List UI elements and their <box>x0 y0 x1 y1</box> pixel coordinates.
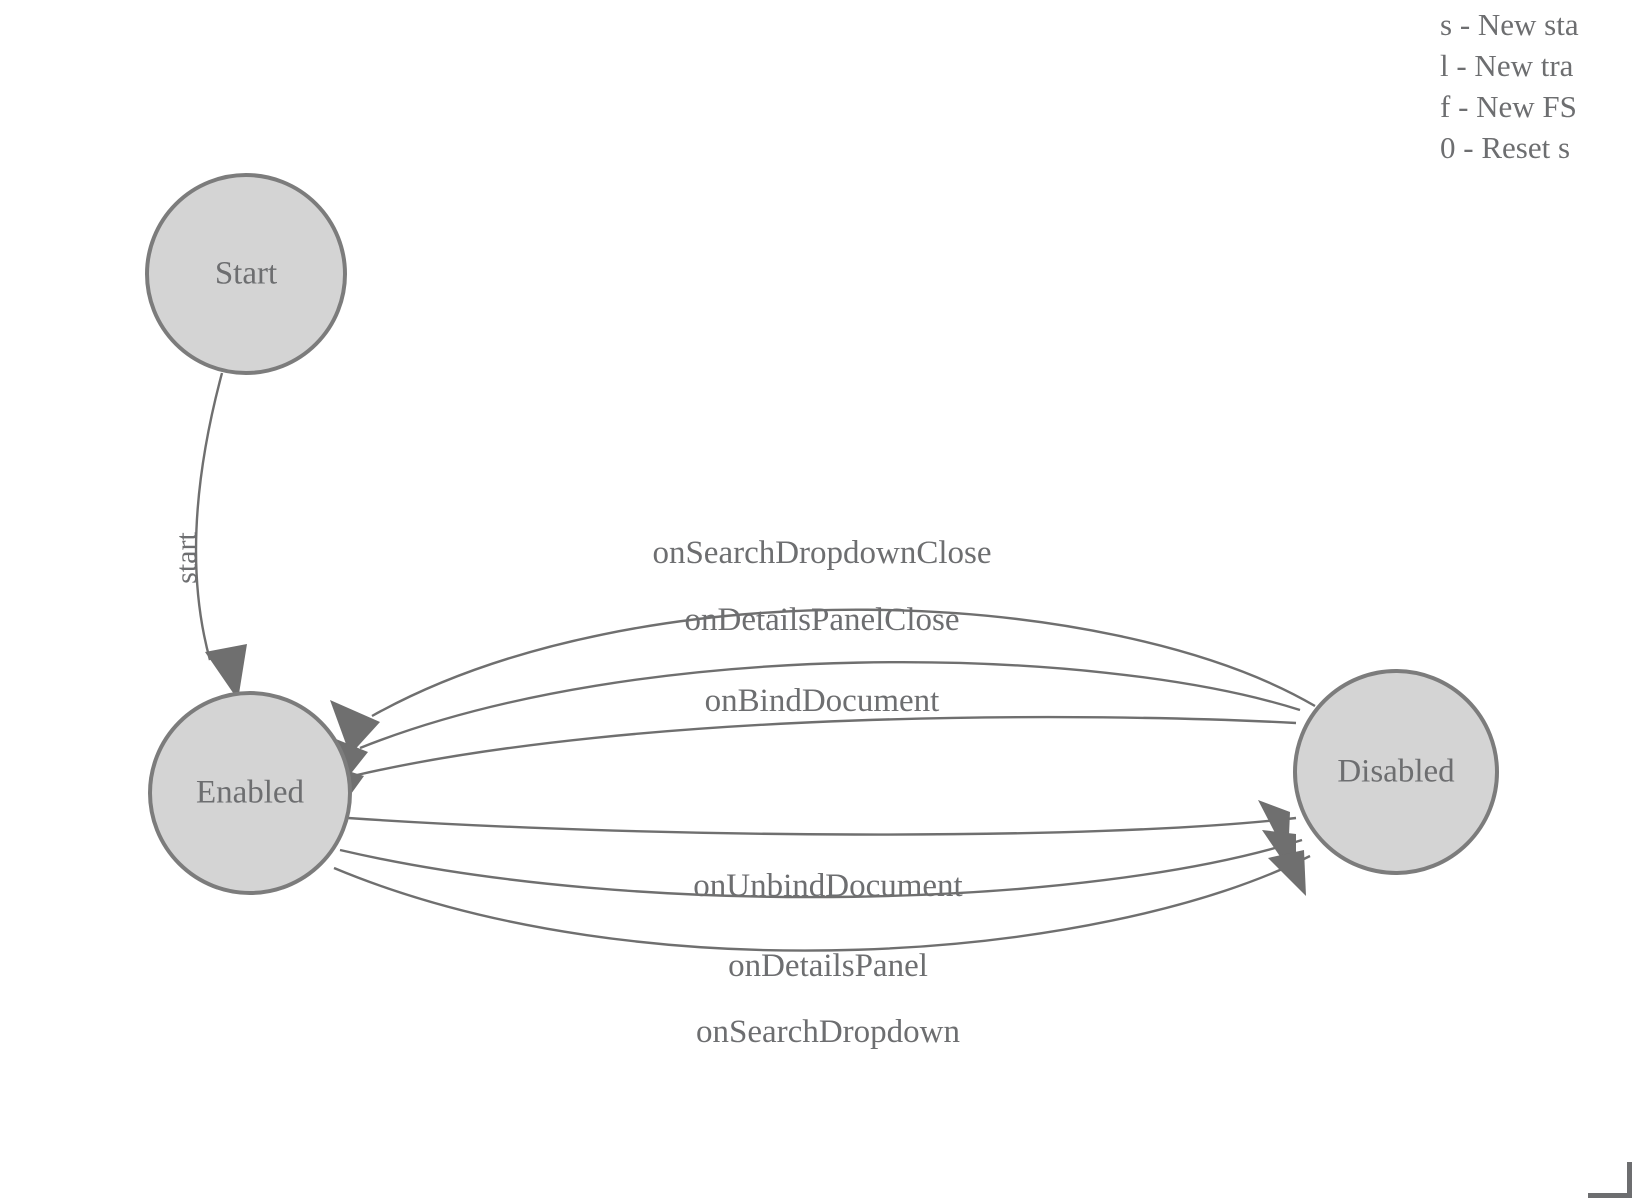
state-node-start-label: Start <box>215 256 277 292</box>
corner-vertical-bar <box>1627 1162 1632 1198</box>
edge-path-onbinddocument <box>356 715 1297 777</box>
corner-horizontal-bar <box>1588 1193 1632 1198</box>
state-node-start-circle <box>145 173 347 375</box>
edge-start-to-enabled[interactable]: start <box>170 372 247 700</box>
edge-label-start: start <box>170 532 203 584</box>
edge-disabled-to-enabled-searchdropdownclose[interactable]: onSearchDropdownClose <box>330 535 1316 755</box>
state-node-disabled[interactable]: Disabled <box>1293 669 1499 875</box>
edge-path-onsearchdropdown <box>333 854 1311 952</box>
edge-enabled-to-disabled-unbinddocument[interactable]: onUnbindDocument <box>347 800 1297 904</box>
help-line-new-fsm: f - New FS <box>1440 89 1577 124</box>
window-corner-artifact <box>1580 1162 1632 1204</box>
edge-enabled-to-disabled-detailspanel[interactable]: onDetailsPanel <box>339 830 1303 984</box>
edge-label-onunbinddocument: onUnbindDocument <box>693 868 962 904</box>
state-node-disabled-circle <box>1293 669 1499 875</box>
state-node-disabled-label: Disabled <box>1337 754 1455 790</box>
edge-path-ondetailspanel <box>339 838 1303 899</box>
state-node-start[interactable]: Start <box>145 173 347 375</box>
edge-label-onsearchdropdownclose: onSearchDropdownClose <box>652 535 991 571</box>
help-overlay: s - New sta l - New tra f - New FS 0 - R… <box>1432 0 1632 168</box>
edge-label-ondetailspanel: onDetailsPanel <box>728 948 928 984</box>
edge-path-ondetailspanelclose <box>359 661 1301 750</box>
help-line-reset: 0 - Reset s <box>1440 130 1571 165</box>
edge-enabled-to-disabled-searchdropdown[interactable]: onSearchDropdown <box>333 850 1311 1050</box>
state-node-enabled-circle <box>148 691 352 895</box>
edge-disabled-to-enabled-binddocument[interactable]: onBindDocument <box>320 683 1297 812</box>
edge-label-onsearchdropdown: onSearchDropdown <box>696 1014 960 1050</box>
state-node-enabled[interactable]: Enabled <box>148 691 352 895</box>
arrow-head-onsearchdropdownclose <box>330 700 380 755</box>
edge-path-start-enabled <box>194 372 224 661</box>
help-line-new-transition: l - New tra <box>1440 48 1574 83</box>
edge-label-onbinddocument: onBindDocument <box>705 683 940 719</box>
edge-label-ondetailspanelclose: onDetailsPanelClose <box>685 602 960 638</box>
edge-path-onsearchdropdownclose <box>371 608 1316 718</box>
edge-disabled-to-enabled-detailspanelclose[interactable]: onDetailsPanelClose <box>321 602 1301 786</box>
arrow-head-start-enabled <box>205 644 247 700</box>
edge-path-onunbinddocument <box>347 816 1297 836</box>
arrow-head-onsearchdropdown <box>1268 850 1306 896</box>
help-line-new-state: s - New sta <box>1440 7 1579 42</box>
state-node-enabled-label: Enabled <box>196 775 305 811</box>
